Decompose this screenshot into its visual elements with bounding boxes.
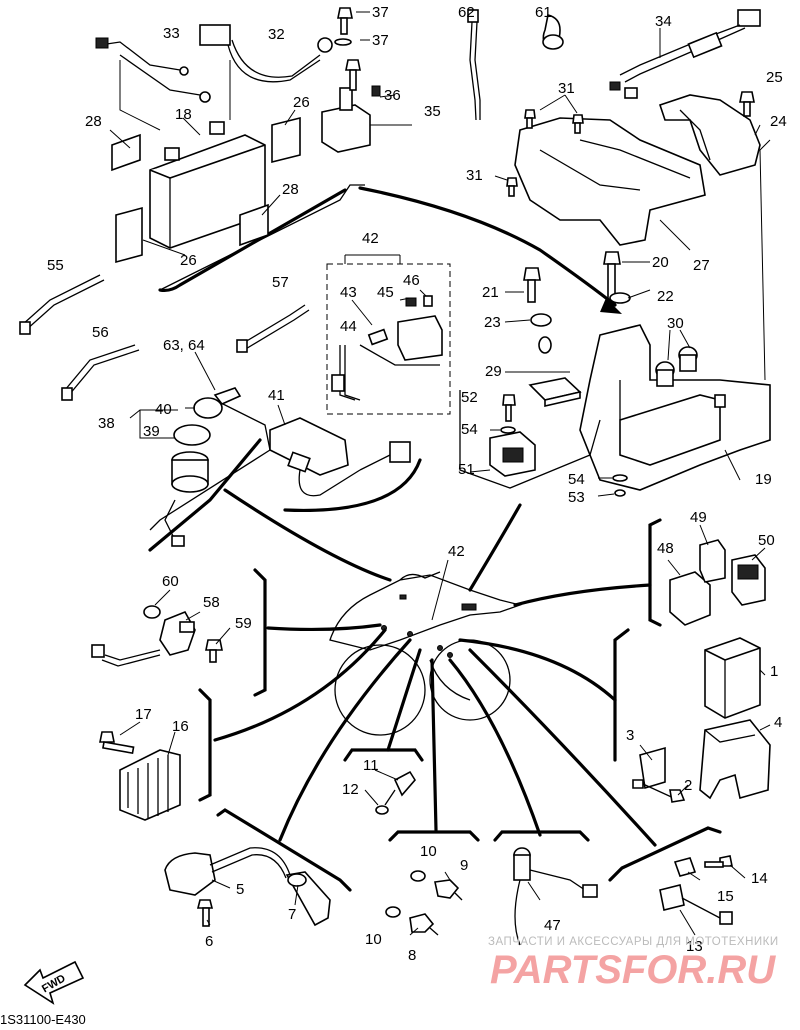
callout-28a: 28 bbox=[85, 113, 102, 130]
callout-53: 53 bbox=[568, 489, 585, 506]
callout-52: 52 bbox=[461, 389, 478, 406]
fwd-arrow bbox=[23, 960, 85, 1005]
callout-48: 48 bbox=[657, 540, 674, 557]
callout-2: 2 bbox=[684, 777, 692, 794]
callout-41: 41 bbox=[268, 387, 285, 404]
callout-46: 46 bbox=[403, 272, 420, 289]
callout-36: 36 bbox=[384, 87, 401, 104]
callout-63-64: 63, 64 bbox=[163, 337, 205, 354]
callout-49: 49 bbox=[690, 509, 707, 526]
callout-23: 23 bbox=[484, 314, 501, 331]
callout-29: 29 bbox=[485, 363, 502, 380]
cable-ties-top bbox=[467, 9, 761, 121]
callout-50: 50 bbox=[758, 532, 775, 549]
callout-56: 56 bbox=[92, 324, 109, 341]
left-middle-group bbox=[19, 274, 422, 552]
callout-31b: 31 bbox=[466, 167, 483, 184]
callout-61: 61 bbox=[535, 4, 552, 21]
callout-3: 3 bbox=[626, 727, 634, 744]
callout-5: 5 bbox=[236, 881, 244, 898]
callout-31a: 31 bbox=[558, 80, 575, 97]
callout-8: 8 bbox=[408, 947, 416, 964]
callout-15: 15 bbox=[717, 888, 734, 905]
callout-51: 51 bbox=[458, 461, 475, 478]
callout-11: 11 bbox=[363, 757, 379, 774]
callout-39: 39 bbox=[143, 423, 160, 440]
callout-13: 13 bbox=[686, 938, 703, 955]
callout-18: 18 bbox=[175, 106, 192, 123]
callout-14: 14 bbox=[751, 870, 768, 887]
callout-37b: 37 bbox=[372, 32, 389, 49]
battery bbox=[149, 121, 266, 249]
pad bbox=[115, 206, 143, 264]
callout-27: 27 bbox=[693, 257, 710, 274]
callout-21: 21 bbox=[482, 284, 499, 301]
pad bbox=[111, 133, 141, 172]
battery-box-group bbox=[358, 91, 771, 497]
callout-10a: 10 bbox=[420, 843, 437, 860]
callout-34: 34 bbox=[655, 13, 672, 30]
callout-47: 47 bbox=[544, 917, 561, 934]
callout-32: 32 bbox=[268, 26, 285, 43]
callout-43: 43 bbox=[340, 284, 357, 301]
callout-7: 7 bbox=[288, 906, 296, 923]
callout-44: 44 bbox=[340, 318, 357, 335]
callout-58: 58 bbox=[203, 594, 220, 611]
left-lower-group bbox=[91, 568, 267, 821]
callout-26b: 26 bbox=[180, 252, 197, 269]
callout-45: 45 bbox=[377, 284, 394, 301]
watermark-brand: PARTSFOR.RU bbox=[490, 948, 776, 992]
callout-38: 38 bbox=[98, 415, 115, 432]
callout-42a: 42 bbox=[362, 230, 379, 247]
fuse-box-group bbox=[326, 254, 451, 415]
callout-9: 9 bbox=[460, 857, 468, 874]
watermark-tagline: ЗАПЧАСТИ И АКСЕССУАРЫ ДЛЯ МОТОТЕХНИКИ bbox=[488, 936, 779, 948]
callout-1: 1 bbox=[770, 663, 778, 680]
callout-55: 55 bbox=[47, 257, 64, 274]
callout-60: 60 bbox=[162, 573, 179, 590]
drawing-code: 1S31100-E430 bbox=[0, 1012, 86, 1027]
callout-54a: 54 bbox=[461, 421, 478, 438]
callout-28b: 28 bbox=[282, 181, 299, 198]
callout-12: 12 bbox=[342, 781, 359, 798]
callout-42b: 42 bbox=[448, 543, 465, 560]
callout-35: 35 bbox=[424, 103, 441, 120]
callout-37a: 37 bbox=[372, 4, 389, 21]
callout-labels: 1 2 3 4 5 6 7 8 9 10 10 11 12 13 14 15 1… bbox=[47, 4, 787, 964]
callout-19: 19 bbox=[755, 471, 772, 488]
callout-10b: 10 bbox=[365, 931, 382, 948]
callout-4: 4 bbox=[774, 714, 782, 731]
callout-57: 57 bbox=[272, 274, 289, 291]
callout-59: 59 bbox=[235, 615, 252, 632]
callout-24: 24 bbox=[770, 113, 787, 130]
callout-33: 33 bbox=[163, 25, 180, 42]
pad bbox=[271, 116, 301, 164]
callout-54b: 54 bbox=[568, 471, 585, 488]
pad bbox=[239, 203, 269, 247]
callout-6: 6 bbox=[205, 933, 213, 950]
callout-25: 25 bbox=[766, 69, 783, 86]
callout-40: 40 bbox=[155, 401, 172, 418]
callout-22: 22 bbox=[657, 288, 674, 305]
motorcycle-outline bbox=[213, 488, 657, 847]
callout-30: 30 bbox=[667, 315, 684, 332]
battery-group bbox=[95, 7, 412, 293]
callout-26a: 26 bbox=[293, 94, 310, 111]
callout-62: 62 bbox=[458, 4, 475, 21]
right-middle-group bbox=[613, 518, 771, 803]
callout-20: 20 bbox=[652, 254, 669, 271]
bottom-group bbox=[164, 748, 746, 946]
callout-16: 16 bbox=[172, 718, 189, 735]
callout-17: 17 bbox=[135, 706, 152, 723]
